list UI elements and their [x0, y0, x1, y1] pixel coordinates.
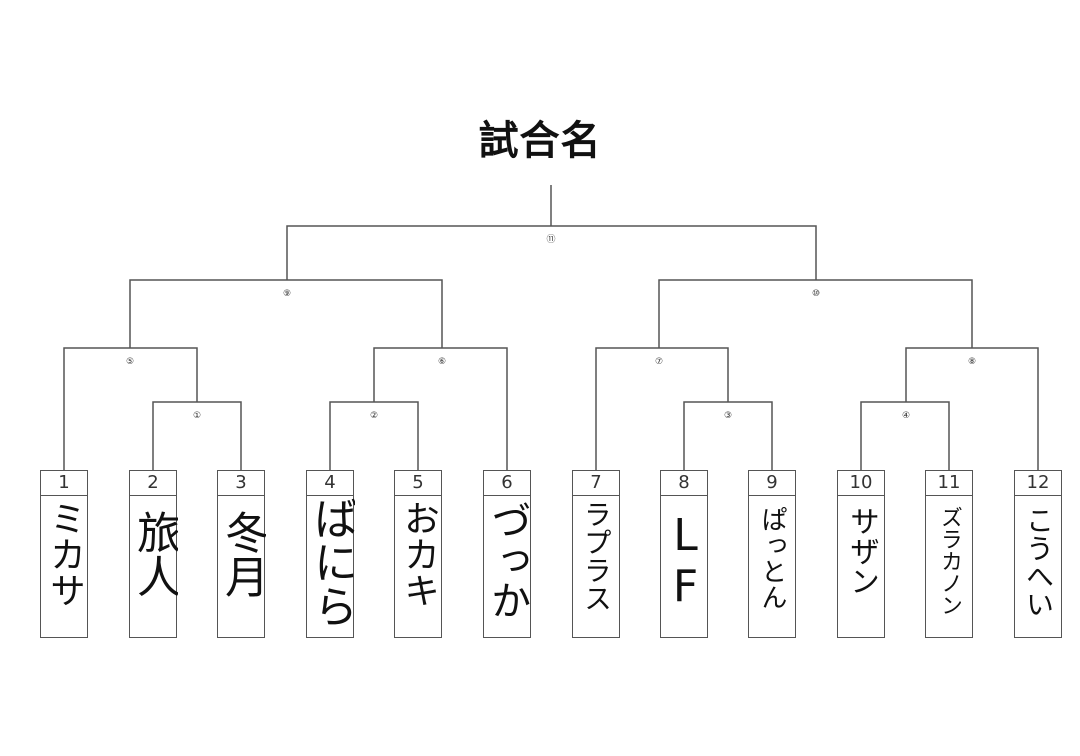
match-marker-semi-left: ⑨ — [283, 289, 291, 299]
bracket-line-qf-3 — [595, 347, 729, 470]
bracket-line-semi-left — [129, 279, 443, 348]
match-marker-final: ⑪ — [546, 234, 555, 245]
bracket-line-semi-right — [658, 279, 973, 348]
team-name: LF — [661, 510, 709, 612]
team-slot-10: 10 サザン — [837, 470, 885, 638]
team-slot-12: 12 こうへい — [1014, 470, 1062, 638]
seed-number: 10 — [838, 471, 884, 496]
bracket-line-qf-1 — [63, 347, 198, 470]
team-name: づっか — [484, 500, 530, 620]
seed-number: 5 — [395, 471, 441, 496]
team-slot-4: 4 ばにら — [306, 470, 355, 638]
team-name: こうへい — [1022, 506, 1055, 618]
match-marker-qf-3: ⑦ — [655, 357, 663, 367]
team-name: おカキ — [398, 500, 439, 608]
team-name: 冬月 — [218, 510, 266, 598]
seed-number: 3 — [218, 471, 264, 496]
bracket-line-qf-2 — [373, 347, 508, 470]
bracket-line-r1-2 — [329, 401, 419, 470]
seed-number: 8 — [661, 471, 707, 496]
match-marker-r1-4: ④ — [902, 411, 910, 421]
team-name: ズラカノン — [937, 506, 962, 616]
tournament-title: 試合名 — [478, 118, 602, 164]
seed-number: 12 — [1015, 471, 1061, 496]
team-slot-6: 6 づっか — [483, 470, 531, 638]
match-marker-r1-1: ① — [193, 411, 201, 421]
team-name: サザン — [844, 506, 879, 596]
team-slot-2: 2 旅人 — [129, 470, 178, 638]
team-slot-5: 5 おカキ — [394, 470, 442, 638]
bracket-line-r1-1 — [152, 401, 242, 470]
match-marker-r1-2: ② — [370, 411, 378, 421]
team-slot-9: 9 ぱっとん — [748, 470, 796, 638]
team-name: ミカサ — [44, 500, 85, 608]
team-slot-7: 7 ラプラス — [572, 470, 620, 638]
match-marker-semi-right: ⑩ — [812, 289, 820, 299]
bracket-line-r1-3 — [683, 401, 773, 470]
team-name: ぱっとん — [757, 506, 787, 610]
bracket-line-r1-4 — [860, 401, 950, 470]
seed-number: 1 — [41, 471, 87, 496]
team-slot-11: 11 ズラカノン — [925, 470, 973, 638]
seed-number: 2 — [130, 471, 176, 496]
seed-number: 11 — [926, 471, 972, 496]
bracket-line-qf-4 — [905, 347, 1039, 470]
match-marker-qf-1: ⑤ — [126, 357, 134, 367]
match-marker-qf-2: ⑥ — [438, 357, 446, 367]
team-name: 旅人 — [130, 510, 178, 598]
team-slot-3: 3 冬月 — [217, 470, 266, 638]
team-slot-1: 1 ミカサ — [40, 470, 88, 638]
team-name: ばにら — [307, 496, 355, 628]
seed-number: 6 — [484, 471, 530, 496]
team-name: ラプラス — [580, 500, 613, 612]
seed-number: 7 — [573, 471, 619, 496]
team-slot-8: 8 LF — [660, 470, 709, 638]
match-marker-r1-3: ③ — [724, 411, 732, 421]
seed-number: 9 — [749, 471, 795, 496]
seed-number: 4 — [307, 471, 353, 496]
match-marker-qf-4: ⑧ — [968, 357, 976, 367]
bracket-line-final — [286, 225, 817, 280]
